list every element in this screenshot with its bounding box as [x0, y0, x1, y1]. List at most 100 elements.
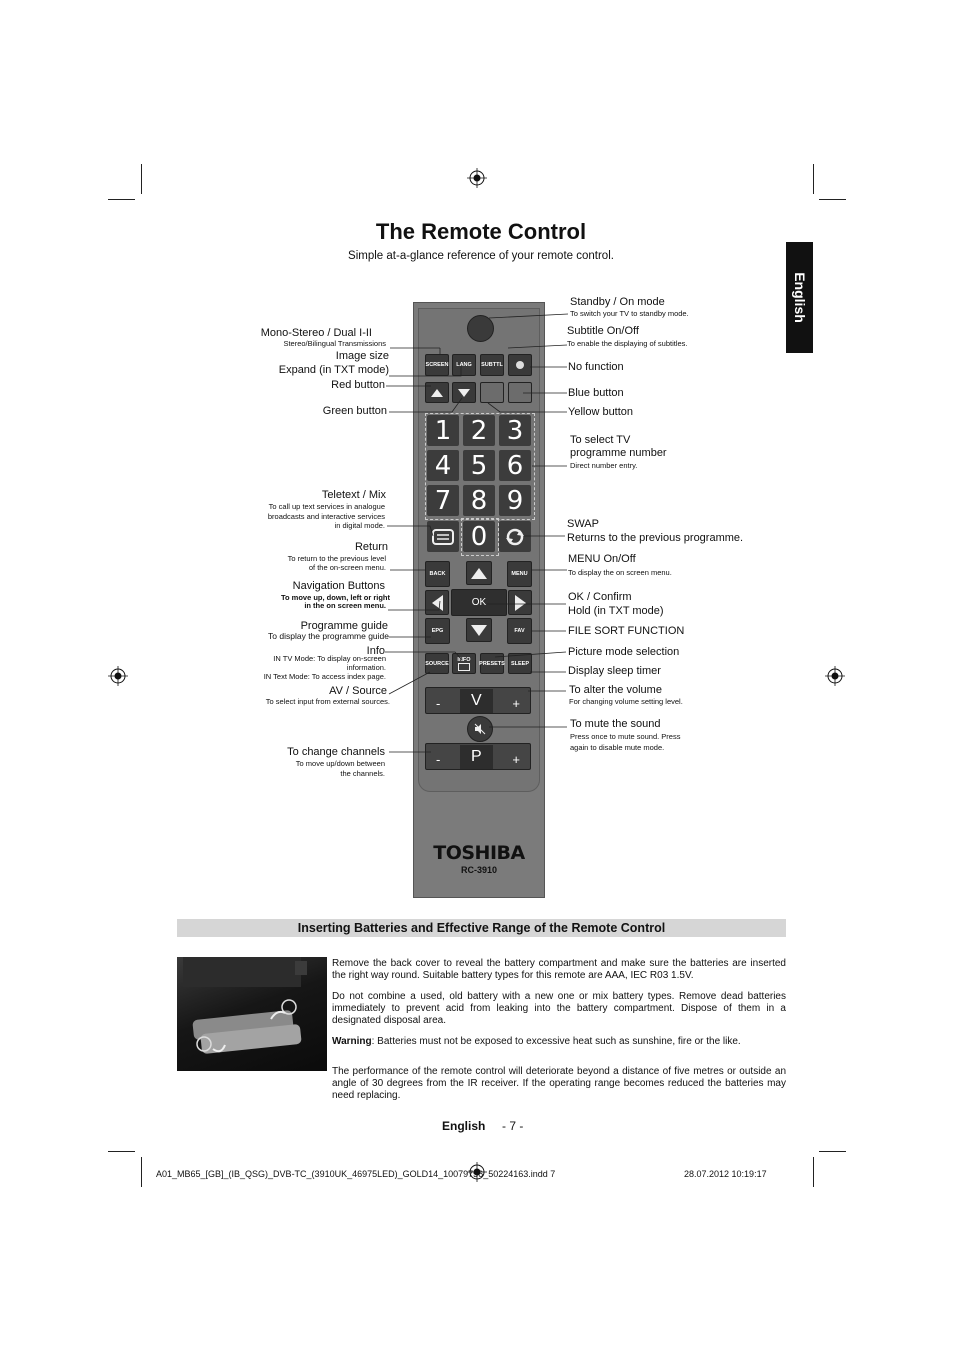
label-navigation-sub1: To move up, down, left or right	[280, 593, 390, 602]
label-file-sort: FILE SORT FUNCTION	[568, 625, 685, 637]
label-navigation: Navigation Buttons	[292, 580, 385, 592]
blue-button[interactable]	[508, 382, 532, 403]
label-select-tv-sub: Direct number entry.	[570, 461, 638, 470]
yellow-button[interactable]	[480, 382, 504, 403]
label-menu-sub: To display the on screen menu.	[568, 568, 672, 577]
sleep-button[interactable]: SLEEP	[508, 653, 532, 674]
label-mute-sub1: Press once to mute sound. Press	[570, 732, 681, 741]
registration-mark-icon	[467, 168, 487, 188]
digit-6-button[interactable]: 6	[499, 450, 531, 481]
label-info-sub2: information.	[346, 663, 386, 672]
language-tab: English	[786, 242, 813, 353]
lang-button[interactable]: LANG	[452, 354, 476, 376]
label-info: Info	[366, 645, 385, 657]
info-icon	[458, 662, 470, 671]
screen-button[interactable]: SCREEN	[425, 354, 449, 376]
label-programme-guide-sub: To display the programme guide	[268, 631, 389, 641]
digit-4-button[interactable]: 4	[427, 450, 459, 481]
menu-button[interactable]: MENU	[507, 561, 532, 587]
label-standby-sub: To switch your TV to standby mode.	[570, 309, 689, 318]
label-image-size: Image size	[335, 350, 389, 362]
digit-7-button[interactable]: 7	[427, 485, 459, 516]
mute-button[interactable]	[467, 716, 493, 742]
digit-1-button[interactable]: 1	[427, 415, 459, 446]
label-change-channels-sub1: To move up/down between	[295, 759, 385, 768]
crop-mark	[141, 1157, 142, 1187]
file-info: A01_MB65_[GB]_(IB_QSG)_DVB-TC_(3910UK_46…	[156, 1169, 556, 1179]
standby-button[interactable]	[467, 315, 494, 342]
label-volume-sub: For changing volume setting level.	[569, 697, 683, 706]
arrow-right-icon	[514, 594, 526, 611]
model-number: RC-3910	[460, 865, 498, 875]
channel-label: P	[460, 744, 493, 769]
batteries-paragraph-1: Remove the back cover to reveal the batt…	[332, 958, 786, 981]
nav-right-button[interactable]	[508, 590, 532, 615]
label-menu: MENU On/Off	[568, 553, 636, 565]
page-footer-language: English	[442, 1119, 486, 1133]
registration-mark-icon	[467, 1162, 487, 1182]
channel-rocker[interactable]: - P +	[425, 743, 531, 770]
no-function-button[interactable]	[508, 354, 532, 376]
swap-icon	[506, 528, 524, 545]
page-number: - 7 -	[502, 1119, 524, 1133]
arrow-down-icon	[458, 388, 470, 397]
digit-3-button[interactable]: 3	[499, 415, 531, 446]
swap-button[interactable]	[499, 521, 531, 552]
label-mute-sub2: again to disable mute mode.	[570, 743, 665, 752]
subtitle-button[interactable]: SUBTTL	[480, 354, 504, 376]
label-change-channels: To change channels	[287, 746, 385, 758]
warning-label: Warning	[332, 1036, 372, 1047]
ok-button[interactable]: OK	[451, 589, 507, 616]
epg-button[interactable]: EPG	[425, 618, 450, 644]
label-subtitle: Subtitle On/Off	[567, 325, 639, 337]
label-teletext-sub3: in digital mode.	[334, 521, 385, 530]
nav-down-button[interactable]	[466, 618, 492, 642]
label-navigation-sub2: in the on screen menu.	[304, 601, 386, 610]
teletext-button[interactable]	[427, 521, 459, 552]
file-date: 28.07.2012 10:19:17	[684, 1169, 767, 1179]
presets-button[interactable]: PRESETS	[479, 653, 505, 674]
digit-0-button[interactable]: 0	[463, 521, 495, 552]
warning-text: : Batteries must not be exposed to exces…	[371, 1036, 741, 1047]
label-select-tv-1: To select TV	[570, 434, 631, 446]
teletext-icon	[432, 528, 454, 545]
volume-label: V	[460, 688, 493, 713]
digit-5-button[interactable]: 5	[463, 450, 495, 481]
crop-mark	[813, 1157, 814, 1187]
label-return-sub1: To return to the previous level	[287, 554, 386, 563]
info-button[interactable]: INFO	[452, 653, 476, 674]
info-button-label: INFO	[457, 656, 471, 663]
label-subtitle-sub: To enable the displaying of subtitles.	[567, 339, 688, 348]
crop-mark	[819, 199, 846, 200]
label-swap: SWAP	[567, 518, 599, 530]
volume-rocker[interactable]: - V +	[425, 687, 531, 714]
arrow-up-icon	[431, 388, 443, 397]
digit-8-button[interactable]: 8	[463, 485, 495, 516]
label-sleep: Display sleep timer	[568, 665, 661, 677]
nav-up-button[interactable]	[466, 561, 492, 585]
batteries-paragraph-2: Do not combine a used, old battery with …	[332, 991, 786, 1026]
label-volume: To alter the volume	[569, 684, 662, 696]
source-button[interactable]: SOURCE	[425, 653, 449, 674]
label-picture-mode: Picture mode selection	[568, 646, 680, 658]
red-button[interactable]	[425, 382, 449, 403]
crop-mark	[819, 1151, 846, 1152]
globe-icon	[516, 361, 524, 369]
digit-9-button[interactable]: 9	[499, 485, 531, 516]
label-ok-sub: Hold (in TXT mode)	[568, 605, 664, 617]
brand-logo: TOSHIBA	[433, 842, 525, 864]
batteries-paragraph-4: The performance of the remote control wi…	[332, 1066, 786, 1101]
back-button[interactable]: BACK	[425, 561, 450, 587]
label-teletext-sub2: broadcasts and interactive services	[267, 512, 385, 521]
label-select-tv-2: programme number	[570, 447, 667, 459]
label-change-channels-sub2: the channels.	[340, 769, 385, 778]
volume-plus-label: +	[512, 696, 520, 711]
label-standby: Standby / On mode	[570, 296, 665, 308]
registration-mark-icon	[108, 666, 128, 686]
green-button[interactable]	[452, 382, 476, 403]
label-mono-stereo: Mono-Stereo / Dual I-II	[260, 327, 372, 339]
label-expand: Expand (in TXT mode)	[278, 364, 389, 376]
digit-2-button[interactable]: 2	[463, 415, 495, 446]
label-info-sub1: IN TV Mode: To display on-screen	[273, 654, 386, 663]
arrow-down-icon	[471, 624, 487, 636]
